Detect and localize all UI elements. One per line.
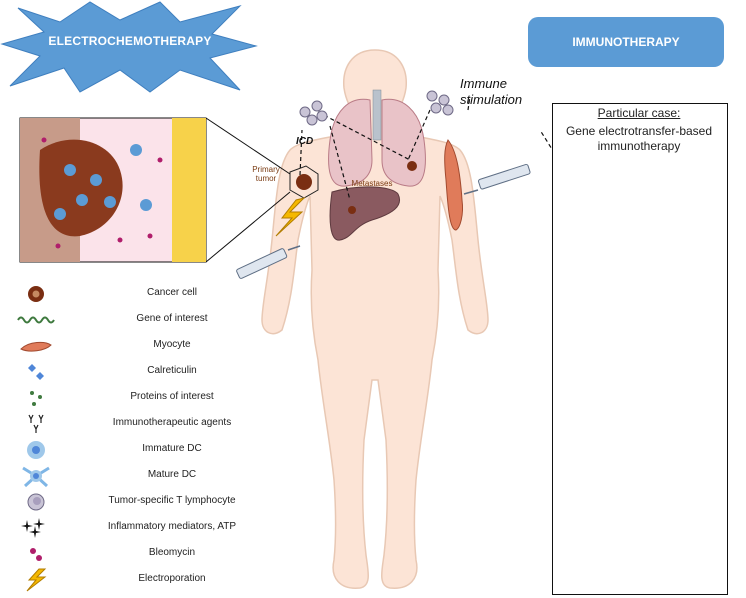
metastasis-mark bbox=[348, 206, 356, 214]
immunotherapy-label: IMMUNOTHERAPY bbox=[572, 35, 680, 49]
lightning-bolt bbox=[275, 197, 306, 237]
legend-item: Myocyte bbox=[0, 334, 250, 358]
cancer-cell-icon bbox=[16, 282, 56, 306]
proteins-of-interest-icon bbox=[16, 386, 56, 410]
electrochemotherapy-starburst bbox=[0, 1, 258, 93]
mature-dc-icon bbox=[16, 464, 56, 488]
legend-label: Myocyte bbox=[153, 339, 191, 350]
immune-stimulation-label: Immune stimulation bbox=[460, 76, 522, 108]
legend-label: Immunotherapeutic agents bbox=[112, 417, 232, 428]
primary-tumor-line2: tumor bbox=[255, 174, 277, 183]
myocyte-icon bbox=[16, 334, 56, 358]
legend-label: Cancer cell bbox=[146, 287, 198, 298]
immune-stimulation-line1: Immune bbox=[460, 76, 507, 91]
legend-label: Mature DC bbox=[147, 469, 197, 480]
legend-label: Bleomycin bbox=[148, 547, 196, 558]
immune-stimulation-line2: stimulation bbox=[460, 92, 523, 107]
immunotherapeutic-agents-icon bbox=[16, 412, 56, 436]
metastases-label: Metastases bbox=[351, 179, 393, 188]
case-panel-title: Particular case: bbox=[597, 106, 681, 120]
primary-tumor-mark bbox=[289, 165, 319, 199]
legend-label: Inflammatory mediators, ATP bbox=[107, 521, 237, 532]
arm-muscle bbox=[444, 139, 463, 231]
immunotherapy-header: IMMUNOTHERAPY bbox=[528, 17, 724, 67]
legend-item: Immunotherapeutic agents bbox=[0, 412, 250, 436]
calreticulin-icon bbox=[16, 360, 56, 384]
primary-tumor-label: Primary tumor bbox=[244, 165, 288, 183]
legend-item: Inflammatory mediators, ATP bbox=[0, 516, 250, 540]
legend-label: Proteins of interest bbox=[130, 391, 214, 402]
tissue-zoom bbox=[19, 117, 207, 263]
legend-item: Immature DC bbox=[0, 438, 250, 462]
inflammatory-mediators-icon bbox=[16, 516, 56, 540]
legend-item: Gene of interest bbox=[0, 308, 250, 332]
legend: Cancer cell Gene of interest Myocyte Cal… bbox=[0, 282, 260, 594]
legend-item: Electroporation bbox=[0, 568, 250, 592]
case-subtitle-line1: Gene electrotransfer-based bbox=[565, 124, 713, 138]
legend-label: Immature DC bbox=[142, 443, 202, 454]
electroporation-icon bbox=[16, 568, 56, 592]
dc-clusters bbox=[299, 90, 454, 126]
legend-item: Bleomycin bbox=[0, 542, 250, 566]
legend-item: Tumor-specific T lymphocyte bbox=[0, 490, 250, 514]
legend-label: Gene of interest bbox=[136, 313, 208, 324]
icd-label: ICD bbox=[296, 136, 314, 147]
legend-item: Cancer cell bbox=[0, 282, 250, 306]
gene-of-interest-icon bbox=[16, 308, 56, 332]
syringe-left bbox=[236, 245, 301, 279]
primary-tumor-line1: Primary bbox=[252, 165, 280, 174]
syringe-right bbox=[463, 163, 531, 195]
liver bbox=[329, 186, 400, 241]
case-subtitle-line2: immunotherapy bbox=[597, 139, 681, 153]
legend-label: Calreticulin bbox=[147, 365, 197, 376]
legend-item: Calreticulin bbox=[0, 360, 250, 384]
case-panel bbox=[552, 103, 728, 595]
electrochemotherapy-label: ELECTROCHEMOTHERAPY bbox=[48, 34, 212, 48]
legend-label: Tumor-specific T lymphocyte bbox=[108, 495, 236, 506]
legend-item: Proteins of interest bbox=[0, 386, 250, 410]
zoom-connector bbox=[205, 117, 291, 263]
case-panel-subtitle: Gene electrotransfer-based immunotherapy bbox=[552, 124, 726, 154]
legend-item: Mature DC bbox=[0, 464, 250, 488]
immature-dc-icon bbox=[16, 438, 56, 462]
metastasis-mark bbox=[407, 161, 417, 171]
bleomycin-icon bbox=[16, 542, 56, 566]
t-lymphocyte-icon bbox=[16, 490, 56, 514]
legend-label: Electroporation bbox=[138, 573, 206, 584]
